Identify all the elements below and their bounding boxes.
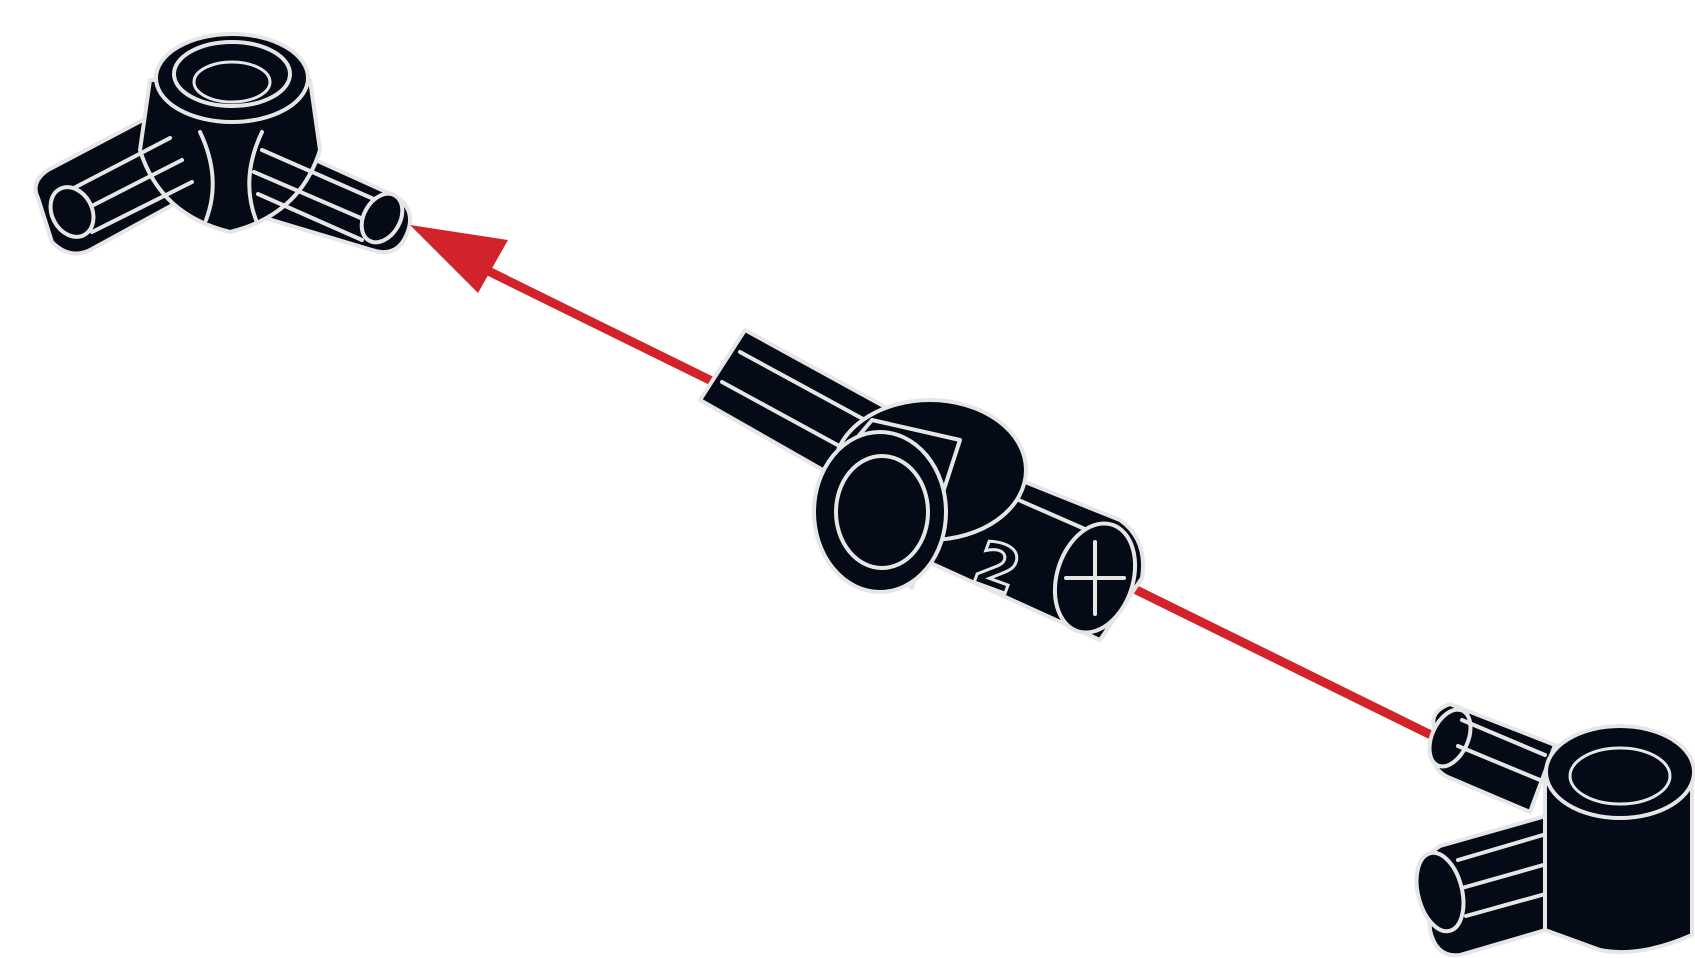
three-way-connector-icon [36,34,411,254]
axle-pin-connector-icon: 2 [700,330,1148,643]
two-way-connector-icon [1409,703,1694,955]
